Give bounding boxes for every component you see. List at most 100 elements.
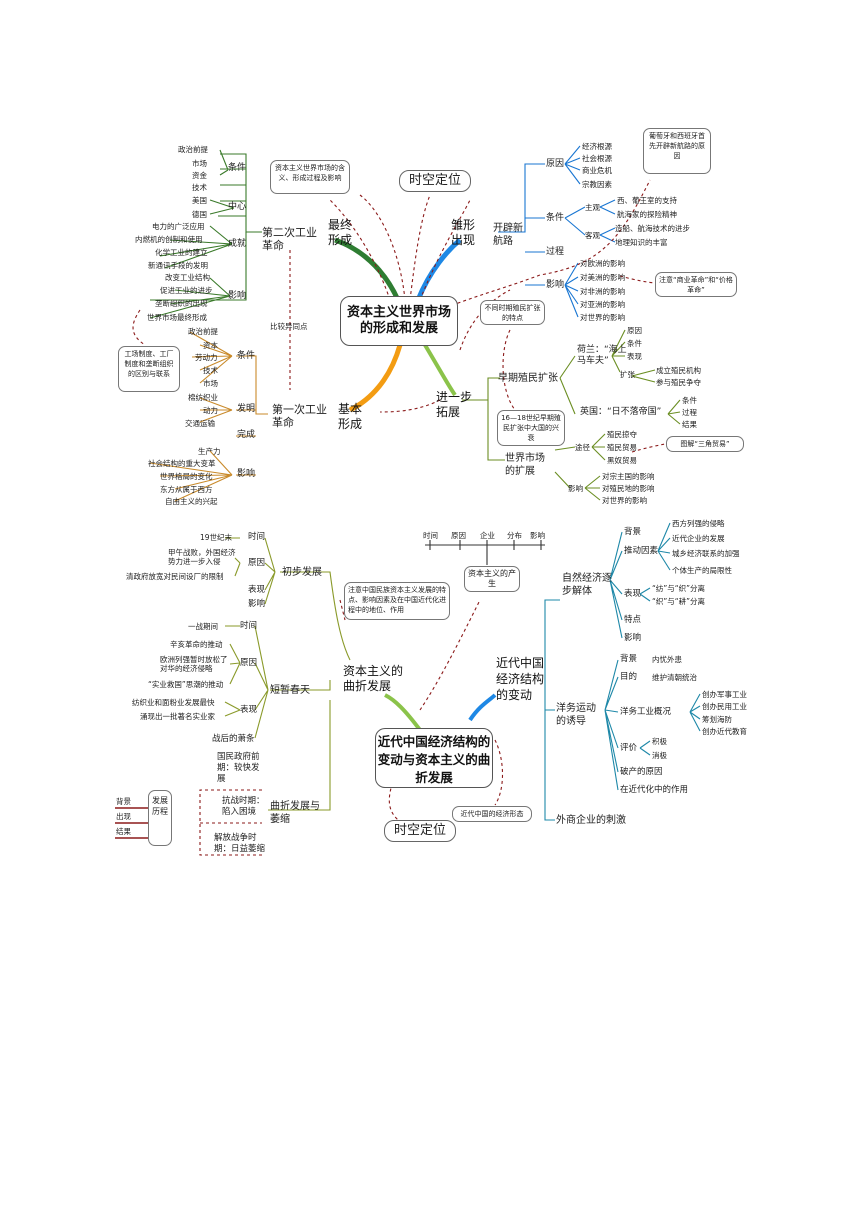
center-node-china-economy: 近代中国经济结构的变动与资本主义的曲折发展 [375, 728, 493, 788]
box-xingtai: 近代中国的经济形态 [452, 806, 532, 822]
list-item: 战后的萧条 [212, 734, 255, 744]
label-chengjiu-2: 成就 [228, 239, 247, 249]
label-yuanyin-hl: 原因 [546, 159, 565, 169]
list-item: 市场 [192, 159, 207, 168]
list-item: 社会根源 [582, 154, 612, 163]
list-item: 美国 [192, 196, 207, 205]
label: 表现 [248, 585, 266, 595]
list-item: 新通讯手段的发明 [148, 261, 208, 270]
label-tujing: 途径 [575, 443, 590, 452]
box-zhuyi-2: 注意中国民族资本主义发展的特点、影响因素及在中国近代化进程中的地位、作用 [344, 582, 450, 620]
label-kuozhang: 扩张 [620, 370, 635, 379]
list-item: 世界市场最终形成 [147, 313, 207, 322]
list-item: 成立殖民机构 [656, 366, 701, 375]
list-item: 城乡经济联系的加强 [672, 549, 740, 558]
chansheng-item: 影响 [530, 531, 545, 540]
list-item: 资金 [192, 171, 207, 180]
list-item: 化学工业的建立 [155, 248, 208, 257]
list-item: 对欧洲的影响 [580, 259, 625, 268]
list-item: 市场 [203, 379, 218, 388]
list-item: 创办军事工业 [702, 690, 747, 699]
list-item: 结果 [682, 420, 697, 429]
list-item: 航海家的探险精神 [617, 210, 677, 219]
list-item: 政治前提 [178, 145, 208, 154]
label-tiaojian-2: 条件 [228, 163, 247, 173]
box-putao: 葡萄牙和西班牙首先开辟新航路的原因 [643, 128, 711, 174]
list-item: 自由主义的兴起 [165, 497, 218, 506]
list-item: 筹划海防 [702, 715, 732, 724]
list-item: 原因 [627, 326, 642, 335]
box-licheng: 发展历程 [148, 790, 172, 846]
list-item: 涌现出一批著名实业家 [140, 712, 215, 721]
list-item: 甲午战败，外国经济势力进一步入侵 [168, 548, 236, 566]
list-item: 条件 [627, 339, 642, 348]
label-wancheng-1: 完成 [237, 430, 256, 440]
node-jinyibu: 进一步 拓展 [436, 390, 473, 419]
label: 评价 [620, 743, 638, 753]
list-item: “纺”与“织”分离 [652, 584, 706, 593]
label-yingxiang-sj: 影响 [568, 484, 583, 493]
list-item: 国民政府前期：较快发展 [217, 752, 260, 784]
label-yingxiang-1: 影响 [237, 469, 256, 479]
node-kaipi: 开辟新 航路 [493, 223, 523, 247]
list-item: 对世界的影响 [580, 313, 625, 322]
list-item: 动力 [203, 406, 218, 415]
list-item: 对世界的影响 [602, 496, 647, 505]
list-item: 创办近代教育 [702, 727, 747, 736]
list-item: 积极 [652, 737, 667, 746]
box-hanyi: 资本主义世界市场的含义、形成过程及影响 [270, 160, 350, 194]
branch-new-route [498, 145, 616, 318]
list-item: 技术 [203, 366, 218, 375]
list-item: 宗教因素 [582, 180, 612, 189]
list-item: 过程 [682, 408, 697, 417]
list-item: 消极 [652, 751, 667, 760]
shikong-tag-1: 时空定位 [399, 170, 471, 192]
label: 洋务工业概况 [620, 707, 672, 717]
list-item: 资本 [203, 341, 218, 350]
list-item: 生产力 [198, 447, 221, 456]
list-item: 社会结构的重大变革 [148, 459, 216, 468]
list-item: 技术 [192, 183, 207, 192]
box-chansheng: 资本主义的产生 [464, 566, 520, 592]
label-zhongxin-2: 中心 [228, 202, 247, 212]
list-item: 劳动力 [195, 353, 218, 362]
label-helan: 荷兰：“海上马车夫” [577, 345, 627, 366]
list-item: 黑奴贸易 [607, 456, 637, 465]
box-zhuyi: 注意“商业革命”和“价格革命” [655, 272, 737, 297]
list-item: 交通运输 [185, 419, 215, 428]
list-item: 商业危机 [582, 166, 612, 175]
list-item: 促进工业的进步 [160, 286, 213, 295]
list-item: 对亚洲的影响 [580, 300, 625, 309]
node-second-rev: 第二次工业革命 [262, 226, 317, 252]
list-item: 政治前提 [188, 327, 218, 336]
list-item: 结果 [116, 827, 131, 836]
chansheng-bracket [425, 540, 545, 565]
label-zhuguan: 主观 [585, 203, 600, 212]
center-node-world-market: 资本主义世界市场的形成和发展 [340, 296, 458, 346]
list-item: 殖民贸易 [607, 443, 637, 452]
branch-left-2 [224, 537, 351, 811]
label-keguan: 客观 [585, 231, 600, 240]
list-item: 殖民掠夺 [607, 430, 637, 439]
node-waishang: 外商企业的刺激 [556, 815, 626, 826]
list-item: “实业救国”思潮的推动 [148, 680, 224, 689]
branch-first-rev [149, 331, 268, 502]
node-chubu: 初步发展 [282, 567, 322, 578]
list-item: 背景 [116, 797, 131, 806]
list-item: 抗战时期：陷入困境 [222, 796, 265, 817]
list-item: 19世纪末 [200, 533, 233, 542]
node-first-rev: 第一次工业革命 [272, 403, 327, 429]
list-item: 内忧外患 [652, 655, 682, 664]
node-chuxing: 雏形 出现 [451, 218, 476, 247]
list-item: 创办民用工业 [702, 702, 747, 711]
shikong-tag-2: 时空定位 [384, 820, 456, 842]
list-item: 出现 [116, 812, 131, 821]
list-item: 电力的广泛应用 [152, 222, 205, 231]
list-item: 造船、航海技术的进步 [615, 224, 690, 233]
node-weisuo: 曲折发展与萎缩 [270, 801, 320, 825]
label: 推动因素 [624, 546, 659, 556]
label-tiaojian-1: 条件 [237, 351, 256, 361]
label: 影响 [624, 633, 642, 643]
label-tiaojian-hl: 条件 [546, 213, 565, 223]
list-item: 参与殖民争夺 [656, 378, 701, 387]
